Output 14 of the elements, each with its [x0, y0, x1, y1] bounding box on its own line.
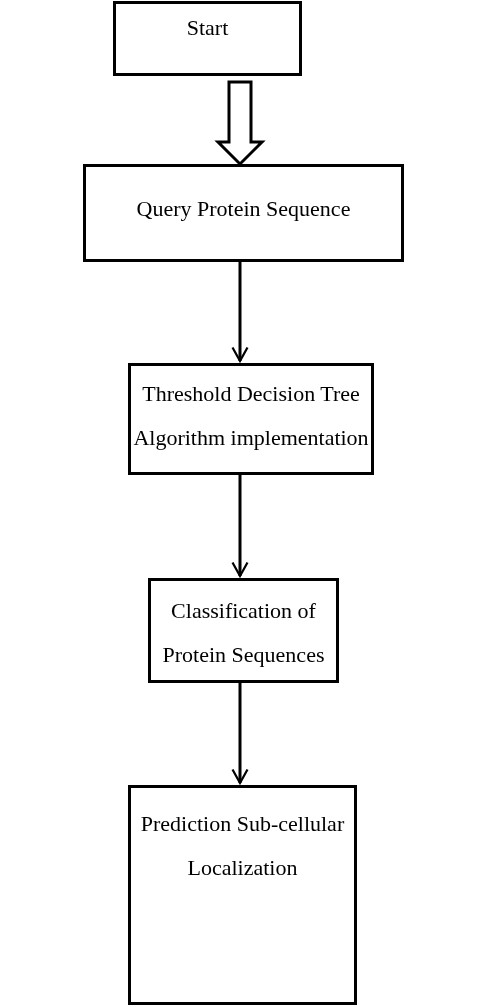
arrow: [231, 262, 249, 363]
process-box: [148, 578, 339, 683]
process-box: [113, 1, 302, 76]
process-box: [128, 785, 357, 1005]
process-box: [83, 164, 404, 262]
box-label: Classification of Protein Sequences: [161, 597, 326, 669]
box-label: Threshold Decision Tree Algorithm implementation: [133, 380, 369, 452]
box-label: Query Protein Sequence: [135, 195, 352, 223]
process-box: [128, 363, 374, 475]
arrow: [231, 683, 249, 785]
box-label: Start: [185, 14, 230, 42]
block-arrow: [214, 80, 266, 167]
box-label: Prediction Sub-cellular Localization: [139, 810, 346, 882]
arrow: [231, 475, 249, 578]
